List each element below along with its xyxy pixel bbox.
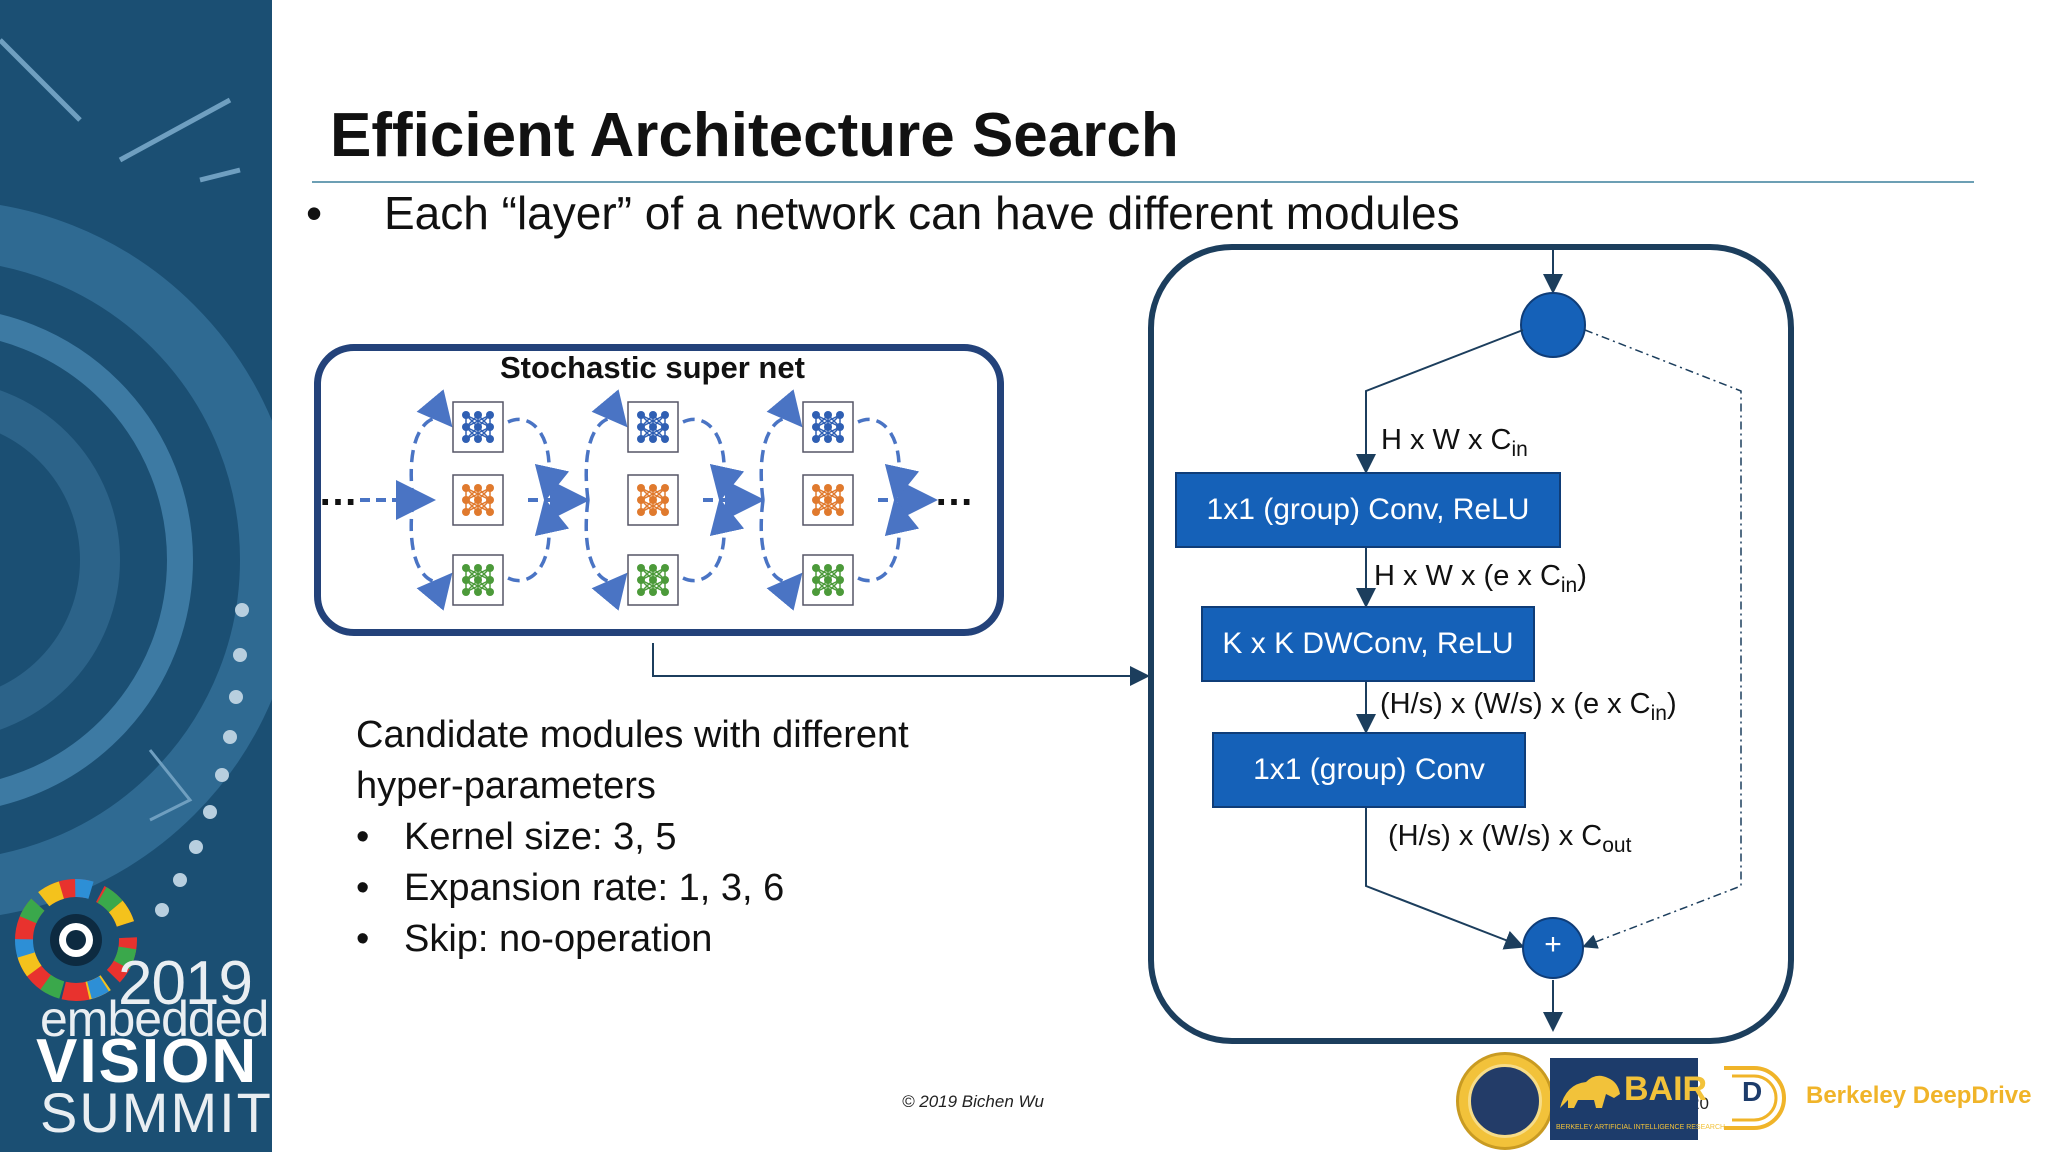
add-symbol: +	[1544, 928, 1562, 961]
uc-seal-logo	[1456, 1052, 1554, 1150]
dim-text-end: )	[1577, 560, 1587, 592]
bair-subtitle: BERKELEY ARTIFICIAL INTELLIGENCE RESEARC…	[1556, 1124, 1726, 1131]
supernet-title: Stochastic super net	[500, 350, 805, 385]
op-conv1x1: 1x1 (group) Conv	[1212, 732, 1526, 808]
logo-year: 2019	[118, 949, 253, 1018]
candidate-item-text: Expansion rate: 1, 3, 6	[404, 867, 785, 909]
deepdrive-letter: D	[1742, 1076, 1763, 1107]
main-bullet-text: Each “layer” of a network can have diffe…	[384, 187, 1460, 239]
main-bullet: • Each “layer” of a network can have diff…	[306, 186, 1460, 240]
dim-strided: (H/s) x (W/s) x (e x Cin)	[1380, 688, 1677, 726]
supernet-ellipsis-left: …	[318, 470, 358, 514]
dim-text-end: )	[1667, 688, 1677, 720]
logo-summit: SUMMIT	[40, 1081, 272, 1144]
candidate-heading-line2: hyper-parameters	[356, 765, 656, 807]
supernet-to-block-connector	[652, 643, 1150, 686]
deepdrive-logo-text: Berkeley DeepDrive	[1806, 1082, 2032, 1109]
bullet-dot: •	[356, 918, 370, 960]
title-divider	[312, 181, 1974, 183]
candidate-heading-line1: Candidate modules with different	[356, 714, 909, 756]
dim-text: H x W x C	[1381, 424, 1512, 456]
dim-output: (H/s) x (W/s) x Cout	[1388, 820, 1631, 858]
dim-text: H x W x (e x C	[1374, 560, 1561, 592]
op-conv1x1-relu: 1x1 (group) Conv, ReLU	[1175, 472, 1561, 548]
slide-title: Efficient Architecture Search	[330, 101, 1179, 170]
bear-icon	[1560, 1075, 1620, 1108]
candidate-item: • Kernel size: 3, 5	[356, 812, 909, 863]
bullet-dot: •	[356, 867, 370, 909]
dim-text: (H/s) x (W/s) x C	[1388, 820, 1603, 852]
copyright: © 2019 Bichen Wu	[902, 1092, 1044, 1111]
dim-text: (H/s) x (W/s) x (e x C	[1380, 688, 1651, 720]
candidate-item: • Skip: no-operation	[356, 914, 909, 965]
uc-seal-inner	[1468, 1064, 1542, 1138]
supernet-ellipsis-right: …	[934, 470, 974, 514]
op-dwconv: K x K DWConv, ReLU	[1201, 606, 1535, 682]
bair-logo: BAIR BERKELEY ARTIFICIAL INTELLIGENCE RE…	[1550, 1058, 1725, 1140]
deepdrive-icon	[1724, 1066, 1786, 1130]
candidate-item-text: Kernel size: 3, 5	[404, 816, 677, 858]
dim-subscript: in	[1511, 437, 1528, 461]
sidebar-decoration	[0, 38, 272, 1001]
bullet-dot: •	[356, 816, 370, 858]
bair-title: BAIR	[1624, 1070, 1708, 1108]
dim-subscript: in	[1650, 701, 1667, 725]
logo-embedded: embedded	[40, 991, 269, 1047]
dim-subscript: in	[1560, 573, 1578, 597]
candidate-modules: Candidate modules with different hyper-p…	[356, 710, 909, 965]
dim-expanded: H x W x (e x Cin)	[1374, 560, 1587, 598]
dim-subscript: out	[1602, 833, 1632, 857]
event-sidebar: 2019 embedded VISION SUMMIT	[0, 0, 272, 1152]
candidate-item: • Expansion rate: 1, 3, 6	[356, 863, 909, 914]
logo-vision: VISION	[36, 1027, 259, 1096]
bullet-dot: •	[306, 187, 323, 239]
dim-input: H x W x Cin	[1381, 424, 1528, 462]
candidate-item-text: Skip: no-operation	[404, 918, 713, 960]
supernet-frame	[314, 344, 1004, 636]
